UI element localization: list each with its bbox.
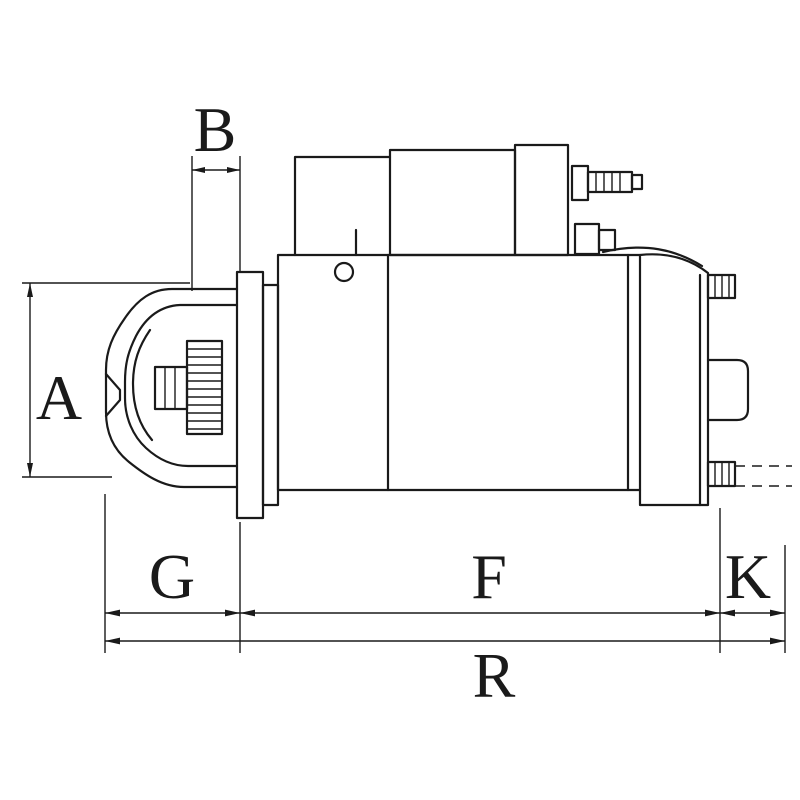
motor-body xyxy=(276,155,642,492)
pinion-shaft xyxy=(153,365,189,411)
dimension-label-a: A xyxy=(36,362,82,433)
dimension-label-r: R xyxy=(473,640,516,711)
dimension-r: R xyxy=(105,637,785,711)
intermediate-plate xyxy=(261,283,280,507)
dimension-label-g: G xyxy=(149,541,195,612)
dimension-gfk: G F K xyxy=(104,494,786,653)
starter-motor-drawing xyxy=(104,143,792,520)
dimension-label-k: K xyxy=(725,541,771,612)
solenoid xyxy=(388,143,570,257)
dimension-a: A xyxy=(22,282,190,478)
solenoid-terminal-bolts xyxy=(570,164,704,268)
dashed-reference-lines xyxy=(735,465,792,487)
dimension-b: B xyxy=(191,94,241,291)
dimension-label-b: B xyxy=(194,94,237,165)
rear-boss xyxy=(706,358,750,422)
mounting-flange xyxy=(235,270,265,520)
rear-bracket xyxy=(638,253,710,507)
housing-hole xyxy=(333,261,355,283)
dimension-label-f: F xyxy=(471,541,507,612)
drive-end-housing xyxy=(104,287,239,489)
pinion-gear xyxy=(185,339,224,436)
terminal-stud-top xyxy=(706,273,737,300)
terminal-stud-bottom xyxy=(706,460,737,488)
